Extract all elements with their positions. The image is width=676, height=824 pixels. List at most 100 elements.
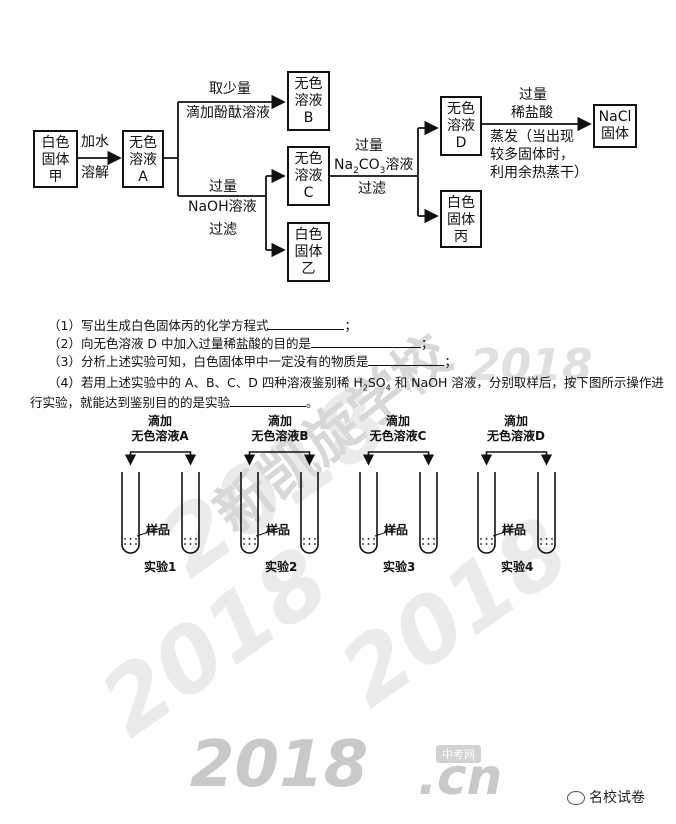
exp3-liquid-left-dot (373, 538, 375, 540)
exp2-tube-left (240, 472, 259, 554)
exp4-bracket (485, 451, 548, 462)
exp2-liquid-right-dot (303, 538, 305, 540)
exp4-liquid-left-dot (485, 538, 488, 540)
exp4-liquid-right-dot (540, 543, 542, 545)
exp3-liquid-right-dot (427, 543, 430, 545)
box-white-solid-yi-text: 白色固体乙 (294, 227, 323, 277)
exp2-liquid-left-dot (254, 543, 256, 545)
label-excess-2: 过量 (355, 138, 383, 154)
question-4-mid: SO (367, 375, 386, 390)
answer-blank-4[interactable] (230, 395, 307, 407)
exp1-liquid-right-dot (184, 543, 186, 545)
question-4-pre: （4）若用上述实验中的 A、B、C、D 四种溶液鉴别稀 H (48, 375, 363, 390)
answer-blank-3[interactable] (368, 354, 445, 366)
label-dissolve: 溶解 (81, 165, 109, 181)
exp2-liquid-right-dot (308, 543, 311, 545)
exp1-bracket (129, 451, 192, 462)
exp3-tube-right (419, 472, 438, 554)
exp1-top: 滴加 无色溶液A (130, 414, 190, 444)
question-2-text: （2）向无色溶液 D 中加入过量稀盐酸的目的是 (48, 336, 312, 351)
question-2: （2）向无色溶液 D 中加入过量稀盐酸的目的是； (48, 336, 434, 352)
exp4-liquid-right-dot (545, 543, 548, 545)
label-filter-1: 过滤 (209, 222, 237, 238)
box-solution-d: 无色溶液D (440, 96, 482, 156)
exp3-caption: 实验3 (383, 560, 416, 574)
exp1-drop: 滴加 (147, 414, 172, 428)
exp3-liquid-left-dot (367, 538, 370, 540)
exp4-liquid-left-dot (480, 543, 482, 545)
question-1-text: （1）写出生成白色固体丙的化学方程式 (48, 318, 269, 333)
exp2-liquid-right-dot (308, 538, 311, 540)
exp2-bracket (248, 451, 311, 462)
exp4-liquid-right-dot (540, 538, 542, 540)
exp2-top: 滴加 无色溶液B (250, 414, 310, 444)
box-solution-c-text: 无色溶液C (294, 151, 323, 201)
exp2-caption: 实验2 (265, 560, 298, 574)
label-evap-1: 蒸发（当出现 (490, 129, 574, 145)
exp2-tube-right (300, 472, 319, 554)
box-nacl-solid: NaCl固体 (593, 104, 637, 148)
exp1-liquid-left-dot (129, 538, 132, 540)
exp3-liquid-left-dot (367, 543, 370, 545)
label-na2co3: Na2CO3溶液 (334, 156, 413, 180)
exp3-solution: 无色溶液C (369, 429, 427, 443)
box-solution-a-text: 无色溶液A (129, 135, 157, 185)
exp3-liquid-right-dot (427, 538, 430, 540)
answer-blank-1[interactable] (268, 318, 345, 330)
wechat-label-text: 名校试卷 (589, 790, 645, 806)
exp4-liquid-right-dot (545, 538, 548, 540)
na2co3-mid: CO (358, 157, 380, 173)
exp4-tube-left (477, 472, 496, 554)
logo-badge: 中考网 (436, 745, 481, 763)
box-white-solid-yi: 白色固体乙 (287, 222, 330, 282)
exp2-drop: 滴加 (267, 414, 292, 428)
logo-2018: 2018 (190, 728, 369, 802)
exp2-liquid-left-dot (254, 538, 256, 540)
exp4-sample: 样品 (502, 523, 527, 537)
exp4-liquid-left-dot (491, 543, 493, 545)
exp3-liquid-left-dot (362, 538, 364, 540)
label-take-small: 取少量 (209, 81, 251, 97)
box-nacl-solid-text: NaCl固体 (598, 109, 632, 142)
question-3-text: （3）分析上述实验可知，白色固体甲中一定没有的物质是 (48, 354, 369, 369)
exp1-liquid-left-dot (135, 543, 137, 545)
exp1-liquid-left-dot (124, 543, 126, 545)
question-1: （1）写出生成白色固体丙的化学方程式； (48, 318, 357, 334)
question-4-sub1: 2 (362, 383, 368, 393)
exp2-liquid-right-dot (303, 543, 305, 545)
exp3-liquid-right-dot (433, 543, 435, 545)
exp4-liquid-left-dot (480, 538, 482, 540)
box-white-solid-bing: 白色固体丙 (440, 190, 482, 248)
exp3-sample-pointer (374, 527, 400, 537)
exp4-sample-pointer (492, 527, 518, 537)
exp3-liquid-left-dot (362, 543, 364, 545)
exp1-liquid-left-dot (129, 543, 132, 545)
exp1-sample: 样品 (146, 523, 171, 537)
experiments-diagram (121, 451, 556, 554)
exp1-tube-left (121, 472, 140, 554)
box-white-solid-bing-text: 白色固体丙 (447, 195, 475, 245)
exp2-sample-pointer (255, 527, 281, 537)
exp1-liquid-left-dot (124, 538, 126, 540)
exp2-solution: 无色溶液B (251, 429, 309, 443)
exp3-liquid-right-dot (422, 538, 424, 540)
answer-blank-2[interactable] (311, 336, 422, 348)
exp1-caption: 实验1 (144, 560, 177, 574)
exp4-tube-right (537, 472, 556, 554)
exp4-drop: 滴加 (503, 414, 528, 428)
label-phenolphthalein: 滴加酚酞溶液 (186, 105, 270, 121)
exp2-liquid-left-dot (243, 543, 245, 545)
exp4-liquid-right-dot (551, 543, 553, 545)
exp1-liquid-right-dot (184, 538, 186, 540)
exp1-tube-right (181, 472, 200, 554)
exp1-liquid-right-dot (195, 543, 197, 545)
exp1-solution: 无色溶液A (131, 429, 189, 443)
exp4-top: 滴加 无色溶液D (486, 414, 546, 444)
exp2-liquid-left-dot (243, 538, 245, 540)
question-3-end: ； (444, 354, 457, 369)
exp3-liquid-right-dot (422, 543, 424, 545)
exp3-sample: 样品 (384, 523, 409, 537)
question-3: （3）分析上述实验可知，白色固体甲中一定没有的物质是 ； (48, 354, 457, 370)
exp2-liquid-left-dot (248, 538, 251, 540)
box-white-solid-jia: 白色固体甲 (33, 130, 78, 188)
